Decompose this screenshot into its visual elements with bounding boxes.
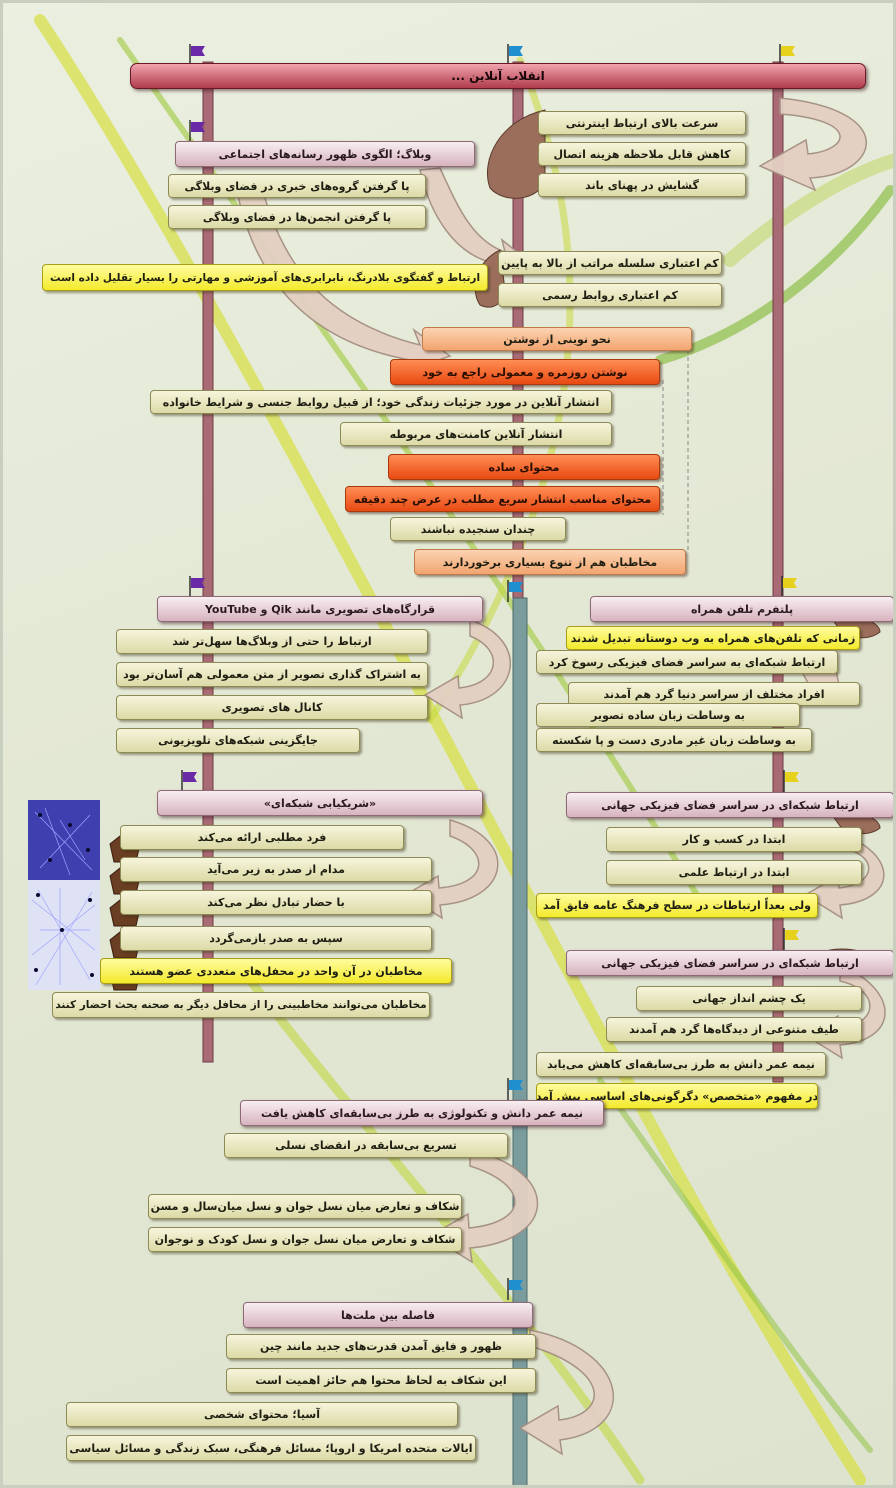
halflife-item: شکاف و تعارض میان نسل جوان و نسل کودک و … — [148, 1227, 462, 1252]
cyan-flag-icon — [507, 1078, 523, 1100]
partnership-heading: «شریکیابی شبکه‌ای» — [157, 790, 483, 816]
video-item: ارتباط را حتی از وبلاگ‌ها سهل‌تر شد — [116, 629, 428, 654]
nations-item: ایالات متحده امریکا و اروپا؛ مسائل فرهنگ… — [66, 1435, 476, 1461]
weblog-heading: وبلاگ؛ الگوی ظهور رسانه‌های اجتماعی — [175, 141, 475, 167]
weblog-item: پا گرفتن انجمن‌ها در فضای وبلاگی — [168, 205, 426, 229]
mobile-item: ارتباط شبکه‌ای به سراسر فضای فیزیکی رسوخ… — [536, 650, 838, 674]
writing-item: محتوای مناسب انتشار سریع مطلب در عرض چند… — [345, 486, 660, 512]
mobile-item: به وساطت زبان ساده تصویر — [536, 703, 800, 727]
long-note: ارتباط و گفتگوی بلادرنگ، نابرابری‌های آم… — [42, 264, 488, 291]
weblog-item: پا گرفتن گروه‌های خبری در فضای وبلاگی — [168, 174, 426, 198]
writing-item: نحو نوینی از نوشتن — [422, 327, 692, 351]
purple-flag-icon — [189, 120, 205, 142]
yellow-flag-icon — [781, 576, 797, 598]
cyan-flag-icon — [507, 580, 523, 602]
network1-item: ابتدا در ارتباط علمی — [606, 860, 862, 885]
network2-item: یک چشم انداز جهانی — [636, 986, 862, 1011]
curved-arrows — [234, 97, 886, 1456]
network-graph-image — [28, 800, 100, 990]
video-heading: قرارگاه‌های تصویری مانند Qik و YouTube — [157, 596, 483, 622]
writing-item: چندان سنجیده نباشند — [390, 517, 566, 541]
poles — [202, 61, 784, 1488]
video-item: به اشتراک گذاری تصویر از متن معمولی هم آ… — [116, 662, 428, 687]
dashed-connectors — [662, 350, 689, 550]
yellow-flag-icon — [779, 44, 795, 66]
partnership-item: مخاطبان می‌توانند مخاطبینی را از محافل د… — [52, 992, 430, 1018]
network2-item: در مفهوم «متخصص» دگرگونی‌های اساسی پیش آ… — [536, 1083, 818, 1109]
network1-heading: ارتباط شبکه‌ای در سراسر فضای فیزیکی جهان… — [566, 792, 894, 818]
hierarchy-item: کم اعتباری سلسله مراتب از بالا به پایین — [498, 251, 722, 275]
writing-item: انتشار آنلاین در مورد جزئیات زندگی خود؛ … — [150, 390, 612, 414]
main-title: انقلاب آنلاین ... — [130, 63, 866, 89]
writing-item: نوشتن روزمره و معمولی راجع به خود — [390, 359, 660, 385]
nations-item: این شکاف به لحاظ محتوا هم حائز اهمیت است — [226, 1368, 536, 1393]
top-list-item: کاهش قابل ملاحظه هزینه اتصال — [538, 142, 746, 166]
nations-heading: فاصله بین ملت‌ها — [243, 1302, 533, 1328]
network2-item: طیف متنوعی از دیدگاه‌ها گرد هم آمدند — [606, 1017, 862, 1042]
nations-item: ظهور و فایق آمدن قدرت‌های جدید مانند چین — [226, 1334, 536, 1359]
purple-flag-icon — [189, 576, 205, 598]
video-item: کانال‌ های تصویری — [116, 695, 428, 720]
purple-flag-icon — [181, 770, 197, 792]
network2-item: نیمه عمر دانش به طرز بی‌سابقه‌ای کاهش می… — [536, 1052, 826, 1077]
writing-item: مخاطبان هم از تنوع بسیاری برخوردارند — [414, 549, 686, 575]
hierarchy-item: کم اعتباری روابط رسمی — [498, 283, 722, 307]
partnership-item: مدام از صدر به زیر می‌آید — [120, 857, 432, 882]
yellow-flag-icon — [783, 928, 799, 950]
mobile-item: به وساطت زبان غیر مادری دست و پا شکسته — [536, 728, 812, 752]
purple-flag-icon — [189, 44, 205, 66]
cyan-flag-icon — [507, 44, 523, 66]
partnership-item: سپس به صدر بازمی‌گردد — [120, 926, 432, 951]
video-item: جایگزینی شبکه‌های تلویزیونی — [116, 728, 360, 753]
top-list-item: گشایش در پهنای باند — [538, 173, 746, 197]
network1-item: ولی بعداً ارتباطات در سطح فرهنگ عامه فای… — [536, 893, 818, 918]
mobile-heading: پلتفرم تلفن همراه — [590, 596, 894, 622]
partnership-item: با حضار تبادل نظر می‌کند — [120, 890, 432, 915]
halflife-item: تسریع بی‌سابقه در انقضای نسلی — [224, 1133, 508, 1158]
writing-item: انتشار آنلاین کامنت‌های مربوطه — [340, 422, 612, 446]
partnership-item: مخاطبان در آن واحد در محفل‌های متعددی عض… — [100, 958, 452, 984]
network2-heading: ارتباط شبکه‌ای در سراسر فضای فیزیکی جهان… — [566, 950, 894, 976]
mobile-item: زمانی که تلفن‌های همراه به وب دوستانه تب… — [566, 626, 860, 650]
network1-item: ابتدا در کسب و کار — [606, 827, 862, 852]
top-list-item: سرعت بالای ارتباط اینترنتی — [538, 111, 746, 135]
writing-item: محتوای ساده — [388, 454, 660, 480]
halflife-heading: نیمه عمر دانش و تکنولوژی به طرز بی‌سابقه… — [240, 1100, 604, 1126]
halflife-item: شکاف و تعارض میان نسل جوان و نسل میان‌سا… — [148, 1194, 462, 1219]
cyan-flag-icon — [507, 1278, 523, 1300]
partnership-item: فرد مطلبی ارائه می‌کند — [120, 825, 404, 850]
nations-item: آسیا؛ محتوای شخصی — [66, 1402, 458, 1427]
yellow-flag-icon — [783, 770, 799, 792]
